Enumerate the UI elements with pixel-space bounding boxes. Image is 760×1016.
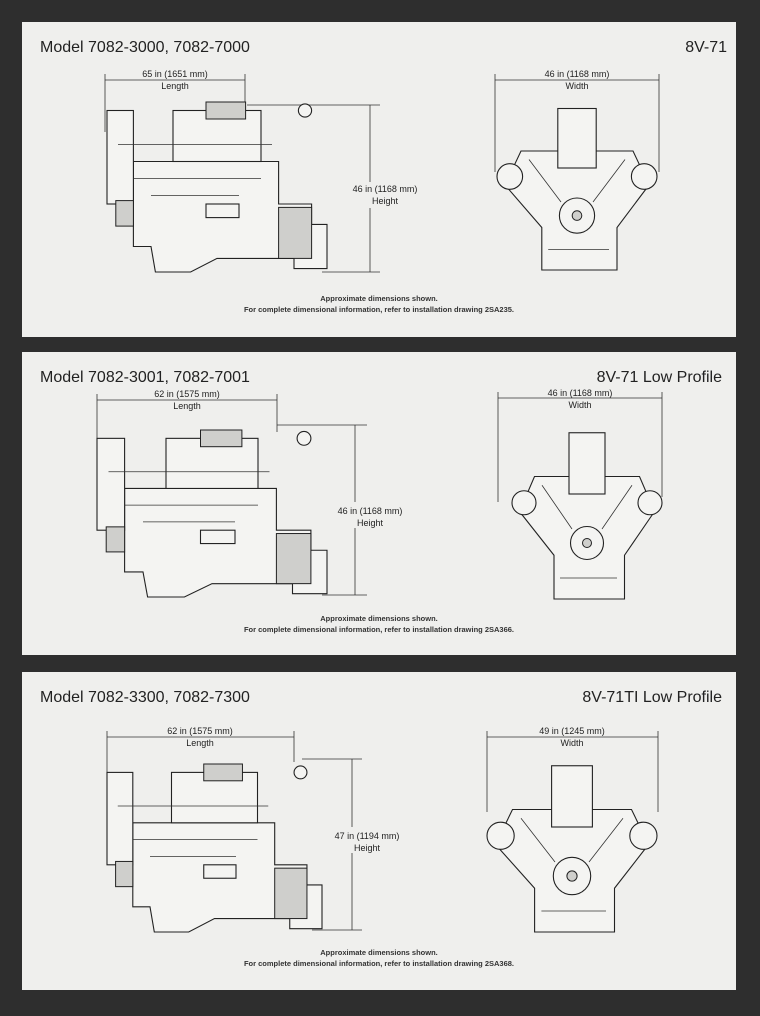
right-cover <box>630 163 658 190</box>
length-dimension: 65 in (1651 mm) Length <box>104 69 246 132</box>
caption-line-2: For complete dimensional information, re… <box>244 625 514 634</box>
height-value: 46 in (1168 mm) <box>338 506 403 516</box>
air-intake <box>203 763 243 782</box>
height-value: 46 in (1168 mm) <box>353 184 418 194</box>
left-cover <box>486 821 515 850</box>
heat-exchanger <box>106 109 134 205</box>
length-label: Length <box>186 738 214 748</box>
pulley <box>115 200 134 227</box>
caption-line-1: Approximate dimensions shown. <box>320 948 438 957</box>
panel-drawing: Model 7082-3300, 7082-7300 8V-71TI Low P… <box>40 689 722 968</box>
length-value: 62 in (1575 mm) <box>167 726 233 736</box>
model-title: Model 7082-3300, 7082-7300 <box>40 689 250 706</box>
starter <box>199 529 236 545</box>
right-cover <box>637 490 663 516</box>
height-label: Height <box>372 196 399 206</box>
crank-hub <box>566 870 578 882</box>
right-cover <box>629 821 658 850</box>
crank-hub <box>571 210 583 221</box>
length-value: 62 in (1575 mm) <box>154 389 220 399</box>
height-dimension: 47 in (1194 mm) Height <box>302 758 407 931</box>
engine-name: 8V-71 Low Profile <box>597 369 723 386</box>
turbo-outlet <box>293 765 308 780</box>
engine-panel-8v71: Model 7082-3000, 7082-7000 8V-71 65 in (… <box>22 22 736 337</box>
engine-side-view <box>106 763 323 933</box>
height-dimension: 46 in (1168 mm) Height <box>247 104 422 273</box>
width-dimension: 46 in (1168 mm) Width <box>497 388 663 502</box>
engine-front-view <box>511 432 663 600</box>
front-details <box>528 159 626 250</box>
engine-name: 8V-71TI Low Profile <box>582 689 722 706</box>
engine-side-view <box>106 101 328 273</box>
piping <box>108 471 270 523</box>
model-title: Model 7082-3000, 7082-7000 <box>40 39 250 56</box>
length-label: Length <box>161 81 189 91</box>
starter <box>203 864 237 879</box>
engine-front-view <box>486 765 658 933</box>
engine-front-view <box>496 107 658 271</box>
caption-line-1: Approximate dimensions shown. <box>320 294 438 303</box>
width-value: 46 in (1168 mm) <box>545 69 610 79</box>
crank-hub <box>582 538 592 548</box>
panel-drawing: Model 7082-3001, 7082-7001 8V-71 Low Pro… <box>40 369 723 634</box>
front-details <box>520 818 624 912</box>
width-dimension: 46 in (1168 mm) Width <box>494 69 660 172</box>
starter <box>205 203 240 219</box>
turbo-outlet <box>296 430 312 446</box>
blower <box>568 432 606 495</box>
marine-gear <box>274 867 308 920</box>
length-label: Length <box>173 401 201 411</box>
blower <box>557 107 597 169</box>
piping <box>118 144 272 196</box>
turbo-outlet <box>297 103 313 118</box>
heat-exchanger <box>96 437 126 531</box>
engine-panel-8v71ti-low-profile: Model 7082-3300, 7082-7300 8V-71TI Low P… <box>22 672 736 990</box>
left-cover <box>496 163 524 190</box>
height-label: Height <box>357 518 384 528</box>
engine-side-view <box>96 429 328 598</box>
caption-line-2: For complete dimensional information, re… <box>244 959 514 968</box>
length-dimension: 62 in (1575 mm) Length <box>96 389 278 452</box>
height-label: Height <box>354 843 381 853</box>
piping <box>117 805 269 857</box>
engine-panel-8v71-low-profile: Model 7082-3001, 7082-7001 8V-71 Low Pro… <box>22 352 736 655</box>
caption-line-1: Approximate dimensions shown. <box>320 614 438 623</box>
caption-line-2: For complete dimensional information, re… <box>244 305 514 314</box>
heat-exchanger <box>106 771 134 866</box>
width-label: Width <box>568 400 591 410</box>
width-dimension: 49 in (1245 mm) Width <box>486 726 659 812</box>
engine-name: 8V-71 <box>685 39 727 56</box>
marine-gear <box>278 206 313 259</box>
left-cover <box>511 490 537 516</box>
width-label: Width <box>560 738 583 748</box>
length-value: 65 in (1651 mm) <box>142 69 208 79</box>
panel-drawing: Model 7082-3000, 7082-7000 8V-71 65 in (… <box>40 39 727 314</box>
height-value: 47 in (1194 mm) <box>335 831 400 841</box>
pulley <box>115 860 134 888</box>
air-intake <box>200 429 243 448</box>
air-intake <box>205 101 247 120</box>
height-dimension: 46 in (1168 mm) Height <box>277 424 407 596</box>
front-details <box>541 485 633 579</box>
blower <box>551 765 593 828</box>
model-title: Model 7082-3001, 7082-7001 <box>40 369 250 386</box>
width-label: Width <box>565 81 588 91</box>
pulley <box>105 526 126 553</box>
width-value: 49 in (1245 mm) <box>539 726 605 736</box>
marine-gear <box>275 533 312 585</box>
width-value: 46 in (1168 mm) <box>548 388 613 398</box>
